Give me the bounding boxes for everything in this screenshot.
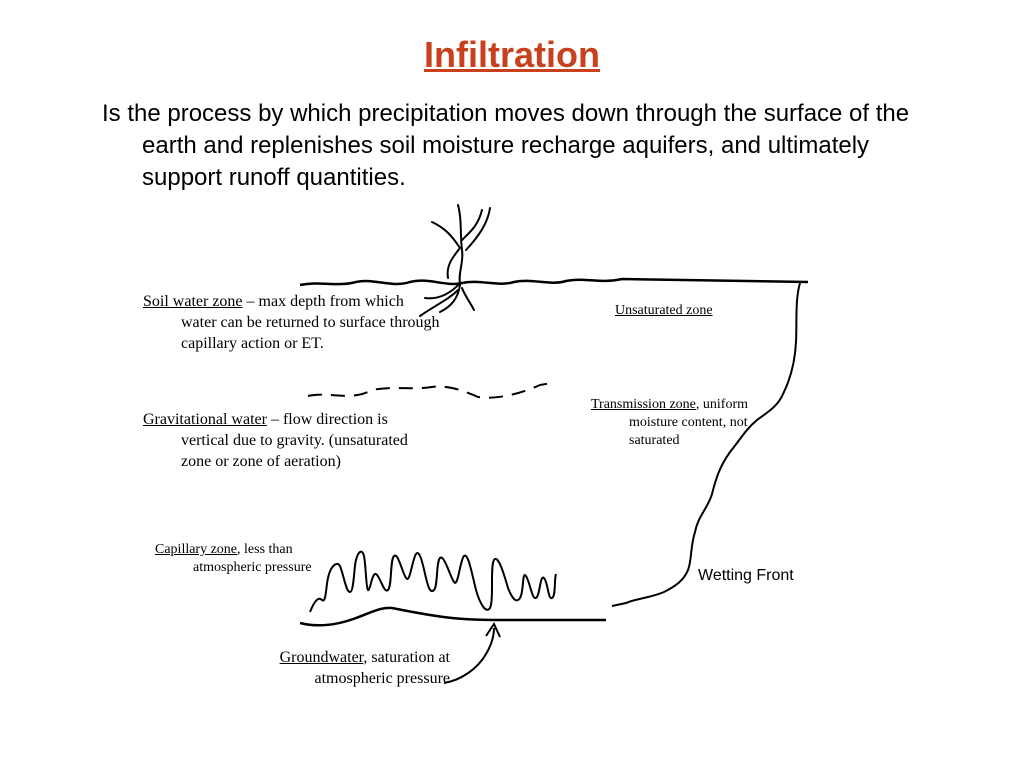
definition-text: Is the process by which precipitation mo… (102, 100, 910, 191)
transmission-zone-label: Transmission zone, uniform moisture cont… (591, 396, 765, 450)
groundwater-arrow-head (485, 621, 501, 638)
soil-water-zone-desc: – max depth from which water can be retu… (181, 293, 440, 352)
slide-title: Infiltration (424, 34, 600, 75)
groundwater-desc: , saturation at atmospheric pressure (314, 649, 450, 687)
soil-water-zone-label: Soil water zone – max depth from which w… (143, 291, 443, 354)
water-table-line (299, 606, 606, 627)
groundwater-label: Groundwater, saturation at atmospheric p… (222, 647, 450, 689)
gravitational-water-label: Gravitational water – flow direction is … (143, 409, 413, 472)
transmission-zone-term: Transmission zone (591, 397, 696, 412)
wetting-front-label: Wetting Front (698, 567, 794, 584)
gravitational-water-desc: – flow direction is vertical due to grav… (181, 411, 408, 470)
groundwater-arrow (443, 627, 495, 684)
capillary-zone-label: Capillary zone, less than atmospheric pr… (155, 541, 355, 577)
unsaturated-zone-label: Unsaturated zone (615, 303, 713, 319)
groundwater-term: Groundwater (279, 649, 364, 666)
soil-water-zone-term: Soil water zone (143, 293, 243, 310)
capillary-fringe-line (309, 550, 557, 613)
capillary-zone-desc: , less than atmospheric pressure (193, 542, 312, 575)
capillary-zone-term: Capillary zone (155, 542, 238, 557)
gravitational-water-term: Gravitational water (143, 411, 267, 428)
plant-roots (419, 204, 491, 317)
ground-surface-line (299, 277, 809, 287)
transmission-zone-desc: , uniform moisture content, not saturate… (629, 397, 748, 448)
soil-water-limit-line (307, 382, 553, 399)
wetting-front-line (611, 282, 801, 607)
unsaturated-zone-term: Unsaturated zone (615, 303, 713, 318)
